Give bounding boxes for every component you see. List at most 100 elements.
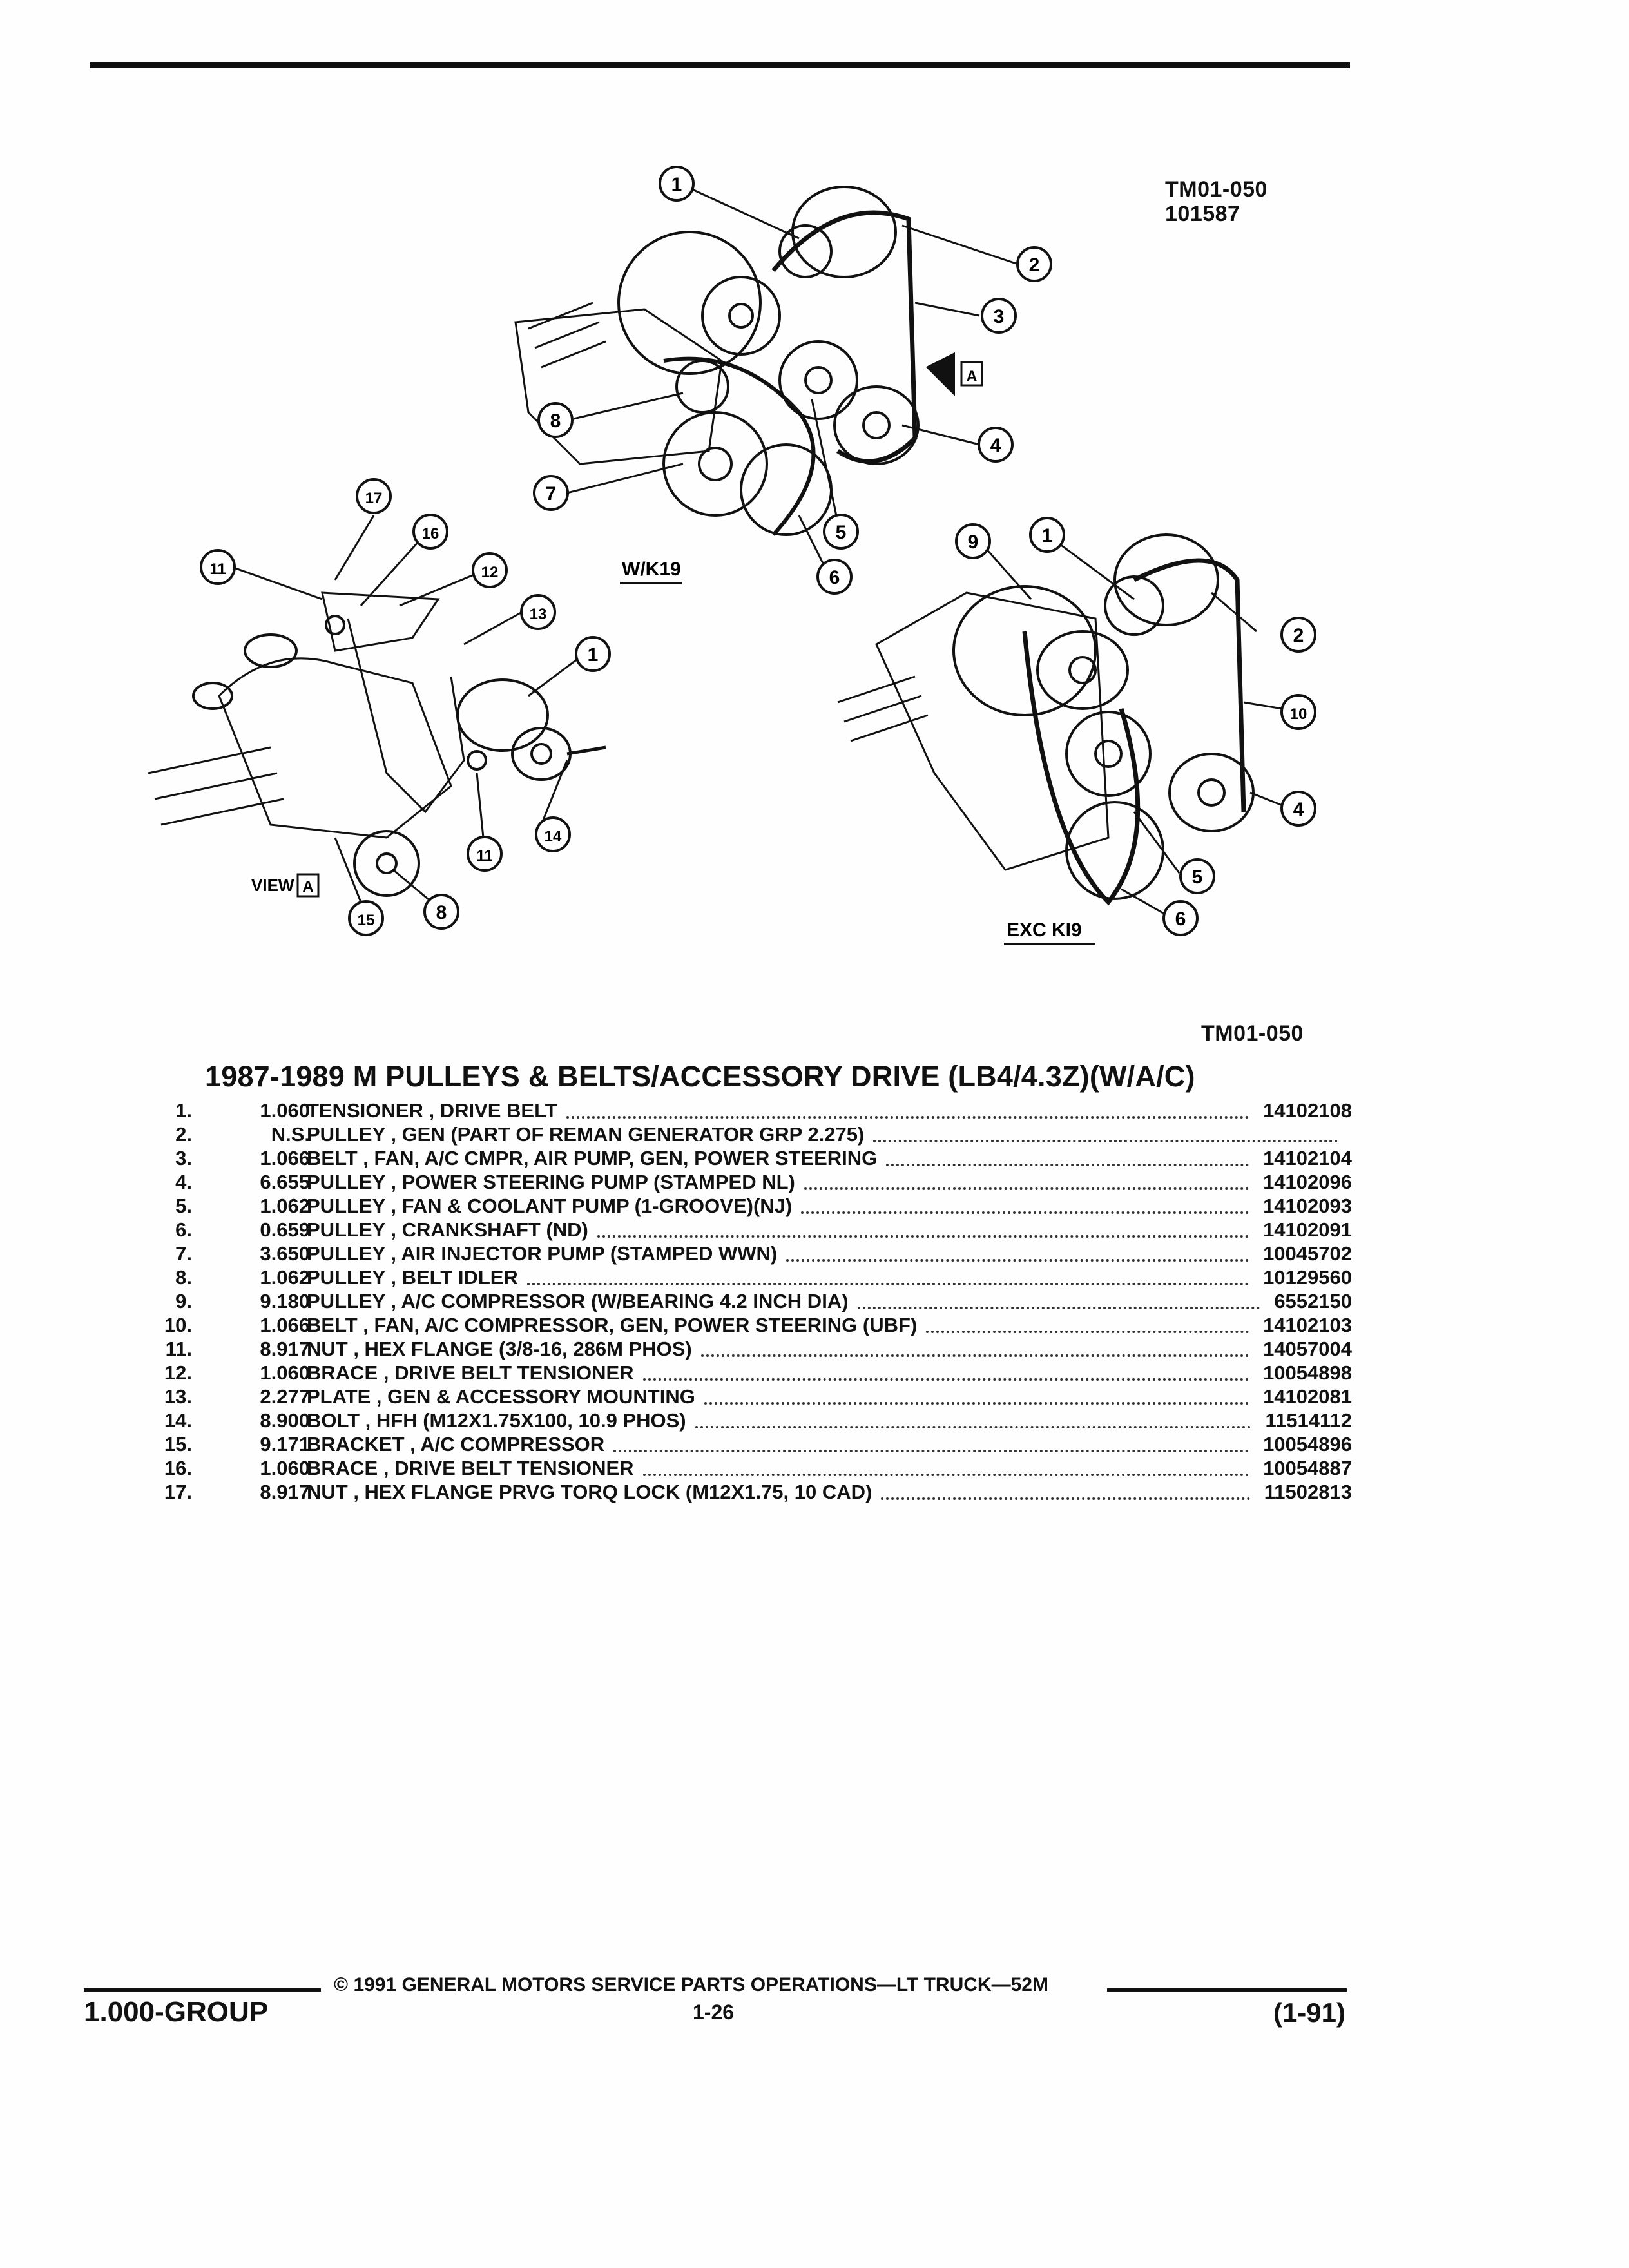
callout-9: 9 bbox=[955, 523, 991, 559]
item-number: 11. bbox=[165, 1338, 192, 1360]
engine-assembly-wk19 bbox=[514, 186, 983, 537]
part-description: PULLEY , BELT IDLER bbox=[307, 1266, 518, 1289]
part-description: BELT , FAN, A/C CMPR, AIR PUMP, GEN, POW… bbox=[307, 1147, 878, 1169]
part-description: BRACE , DRIVE BELT TENSIONER bbox=[307, 1457, 634, 1479]
footer-rule-right bbox=[1107, 1988, 1347, 1992]
leader-dots bbox=[701, 1341, 1249, 1357]
callout-15: 15 bbox=[348, 900, 384, 936]
part-description: BOLT , HFH (M12X1.75X100, 10.9 PHOS) bbox=[307, 1409, 686, 1432]
part-description: NUT , HEX FLANGE (3/8-16, 286M PHOS) bbox=[307, 1338, 692, 1360]
group-number: 6.655 bbox=[260, 1171, 310, 1193]
svg-text:5: 5 bbox=[836, 522, 847, 543]
engine-assembly-exc-ki9 bbox=[837, 533, 1255, 906]
callout-14: 14 bbox=[535, 816, 571, 852]
callout-1-left: 1 bbox=[575, 636, 611, 672]
callout-11-bottom: 11 bbox=[467, 836, 503, 872]
item-number: 12. bbox=[164, 1361, 192, 1384]
svg-text:15: 15 bbox=[358, 912, 375, 929]
svg-text:2: 2 bbox=[1029, 255, 1040, 276]
item-number: 1. bbox=[175, 1099, 192, 1122]
callout-11-top: 11 bbox=[200, 549, 236, 585]
part-description: PULLEY , AIR INJECTOR PUMP (STAMPED WWN) bbox=[307, 1242, 778, 1265]
view-a-bracket-assembly bbox=[148, 591, 606, 897]
part-description: BELT , FAN, A/C COMPRESSOR, GEN, POWER S… bbox=[307, 1314, 918, 1336]
svg-text:16: 16 bbox=[422, 525, 439, 543]
part-number: 14102103 bbox=[1263, 1314, 1352, 1336]
svg-text:17: 17 bbox=[365, 490, 383, 507]
leader-dots bbox=[886, 1151, 1249, 1166]
svg-text:3: 3 bbox=[994, 306, 1005, 327]
svg-text:7: 7 bbox=[546, 483, 557, 505]
svg-text:6: 6 bbox=[1175, 908, 1186, 930]
part-number: 14102091 bbox=[1263, 1218, 1352, 1241]
callout-1-top: 1 bbox=[659, 166, 695, 202]
part-description: PULLEY , POWER STEERING PUMP (STAMPED NL… bbox=[307, 1171, 795, 1193]
callout-2-right: 2 bbox=[1280, 617, 1316, 653]
svg-text:14: 14 bbox=[545, 828, 562, 845]
part-description: PULLEY , A/C COMPRESSOR (W/BEARING 4.2 I… bbox=[307, 1290, 849, 1312]
group-number: 1.066 bbox=[260, 1314, 310, 1336]
item-number: 15. bbox=[164, 1433, 192, 1456]
leader-dots bbox=[873, 1127, 1338, 1142]
callout-8-left: 8 bbox=[423, 894, 459, 930]
svg-text:12: 12 bbox=[481, 564, 499, 581]
leader-dots bbox=[695, 1413, 1251, 1428]
part-description: BRACE , DRIVE BELT TENSIONER bbox=[307, 1361, 634, 1384]
callout-13: 13 bbox=[520, 594, 556, 630]
leader-dots bbox=[786, 1246, 1249, 1262]
footer-rule-left bbox=[84, 1988, 321, 1992]
part-description: BRACKET , A/C COMPRESSOR bbox=[307, 1433, 605, 1456]
callout-12: 12 bbox=[472, 552, 508, 588]
callout-16: 16 bbox=[412, 514, 448, 550]
svg-text:5: 5 bbox=[1192, 867, 1203, 888]
item-number: 16. bbox=[164, 1457, 192, 1479]
svg-text:8: 8 bbox=[550, 410, 561, 432]
leader-dots bbox=[566, 1103, 1249, 1119]
part-description: PULLEY , GEN (PART OF REMAN GENERATOR GR… bbox=[307, 1123, 865, 1146]
group-number: 8.917 bbox=[260, 1481, 310, 1503]
part-number: 10129560 bbox=[1263, 1266, 1352, 1289]
item-number: 14. bbox=[164, 1409, 192, 1432]
leader-dots bbox=[801, 1198, 1249, 1214]
leader-dots bbox=[804, 1175, 1249, 1190]
section-title: 1987-1989 M PULLEYS & BELTS/ACCESSORY DR… bbox=[205, 1060, 1195, 1093]
part-number: 14102093 bbox=[1263, 1195, 1352, 1217]
svg-text:4: 4 bbox=[990, 435, 1001, 456]
callout-3: 3 bbox=[981, 298, 1017, 334]
label-wk19: W/K19 bbox=[622, 559, 681, 580]
parts-row: 2.N.S.PULLEY , GEN (PART OF REMAN GENERA… bbox=[140, 1123, 1352, 1147]
group-number: 1.062 bbox=[260, 1266, 310, 1289]
group-number: 1.062 bbox=[260, 1195, 310, 1217]
item-number: 8. bbox=[175, 1266, 192, 1289]
part-number: 14102108 bbox=[1263, 1099, 1352, 1122]
label-exc-ki9: EXC KI9 bbox=[1007, 919, 1082, 941]
part-description: PLATE , GEN & ACCESSORY MOUNTING bbox=[307, 1385, 695, 1408]
callout-7: 7 bbox=[533, 475, 569, 511]
callout-5-top: 5 bbox=[823, 514, 859, 550]
svg-text:13: 13 bbox=[530, 606, 547, 623]
item-number: 7. bbox=[175, 1242, 192, 1265]
svg-text:1: 1 bbox=[1042, 525, 1053, 546]
part-number: 10045702 bbox=[1263, 1242, 1352, 1265]
label-view: VIEW bbox=[251, 876, 294, 895]
part-description: TENSIONER , DRIVE BELT bbox=[307, 1099, 557, 1122]
callout-4-right: 4 bbox=[1280, 791, 1316, 827]
part-number: 14057004 bbox=[1263, 1338, 1352, 1360]
svg-text:10: 10 bbox=[1290, 706, 1307, 723]
leader-dots bbox=[613, 1437, 1249, 1452]
leader-dots bbox=[527, 1270, 1249, 1285]
item-number: 3. bbox=[175, 1147, 192, 1169]
part-number: 6552150 bbox=[1274, 1290, 1352, 1312]
leader-dots bbox=[926, 1318, 1249, 1333]
item-number: 10. bbox=[164, 1314, 192, 1336]
part-number: 11502813 bbox=[1264, 1481, 1352, 1503]
group-number: 1.060 bbox=[260, 1457, 310, 1479]
